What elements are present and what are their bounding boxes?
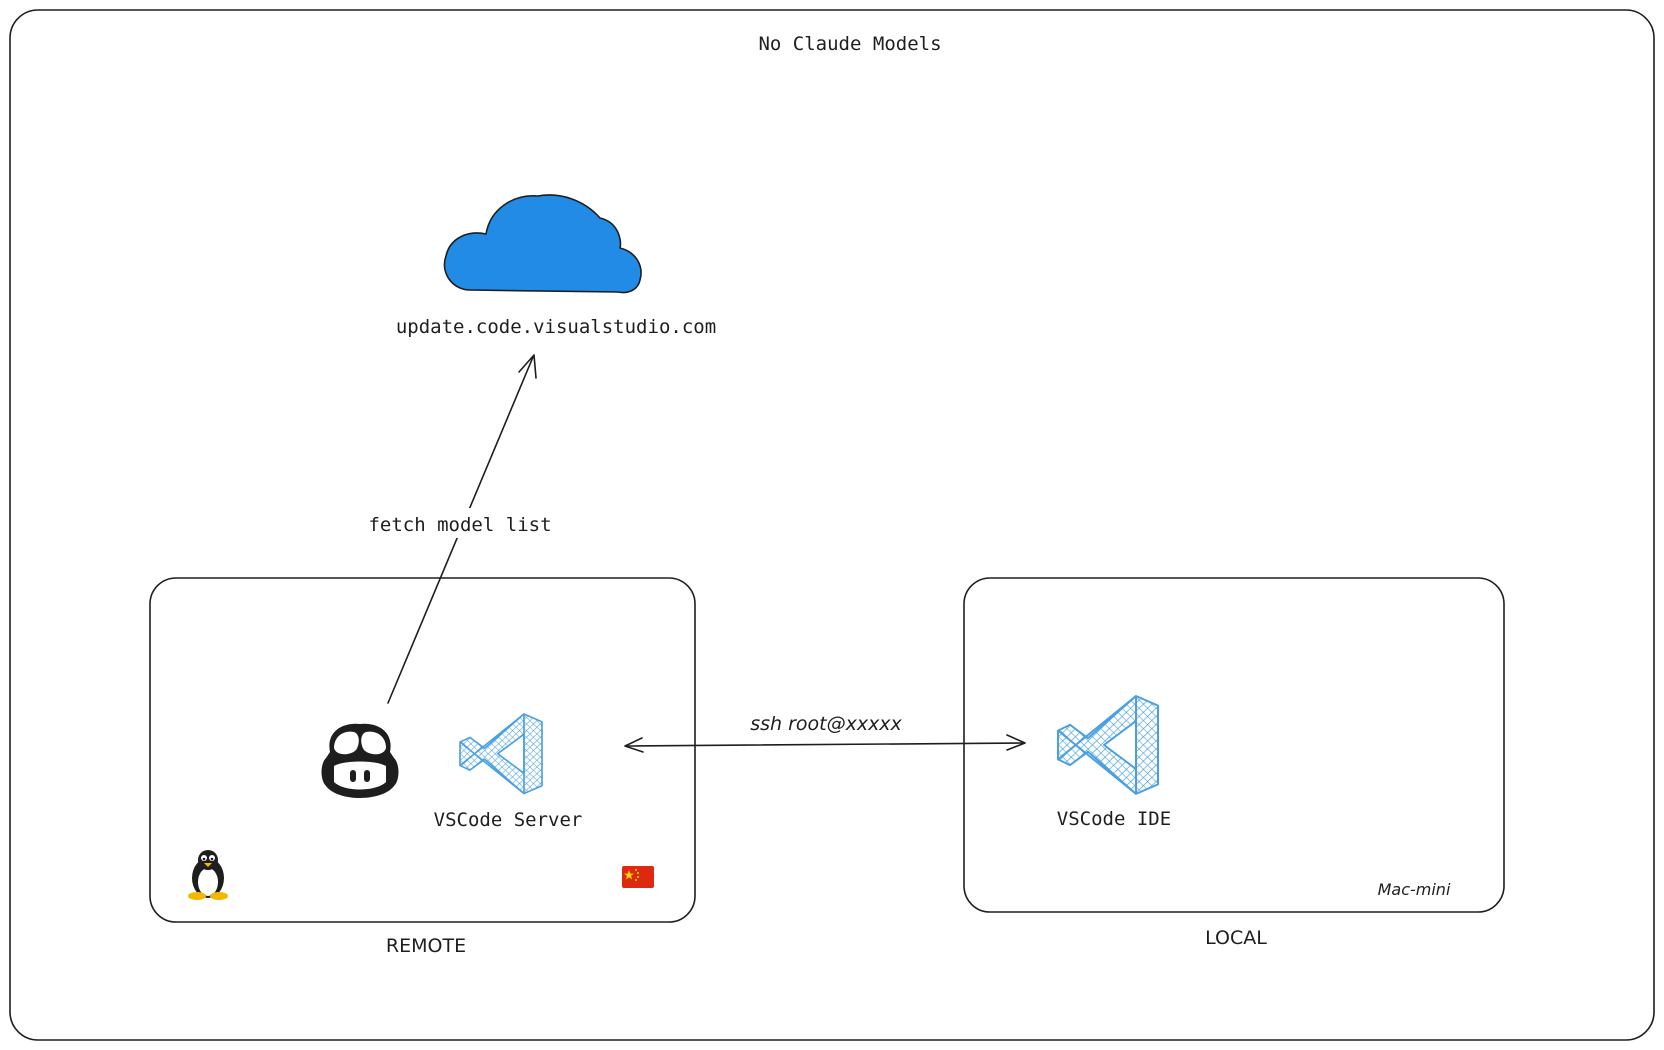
vscode-ide-label: VSCode IDE: [1057, 808, 1171, 830]
ssh-label: ssh root@xxxxx: [750, 713, 902, 735]
china-flag-icon: [622, 866, 654, 888]
remote-caption: REMOTE: [386, 935, 466, 957]
remote-box: [149, 577, 696, 923]
outer-frame: [9, 9, 1655, 1041]
vscode-server-icon: [459, 713, 543, 795]
fetch-label: fetch model list: [368, 514, 551, 536]
linux-tux-icon: [188, 850, 228, 900]
diagram-title: No Claude Models: [758, 33, 941, 55]
machine-label: Mac-mini: [1378, 880, 1451, 899]
cloud-icon: [443, 194, 642, 294]
github-copilot-icon: [321, 723, 399, 798]
ssh-arrow: [624, 734, 1026, 753]
vscode-ide-icon: [1057, 695, 1159, 795]
local-box: [963, 577, 1505, 913]
local-caption: LOCAL: [1205, 927, 1267, 949]
vscode-server-label: VSCode Server: [434, 809, 583, 831]
cloud-host-label: update.code.visualstudio.com: [396, 316, 716, 338]
